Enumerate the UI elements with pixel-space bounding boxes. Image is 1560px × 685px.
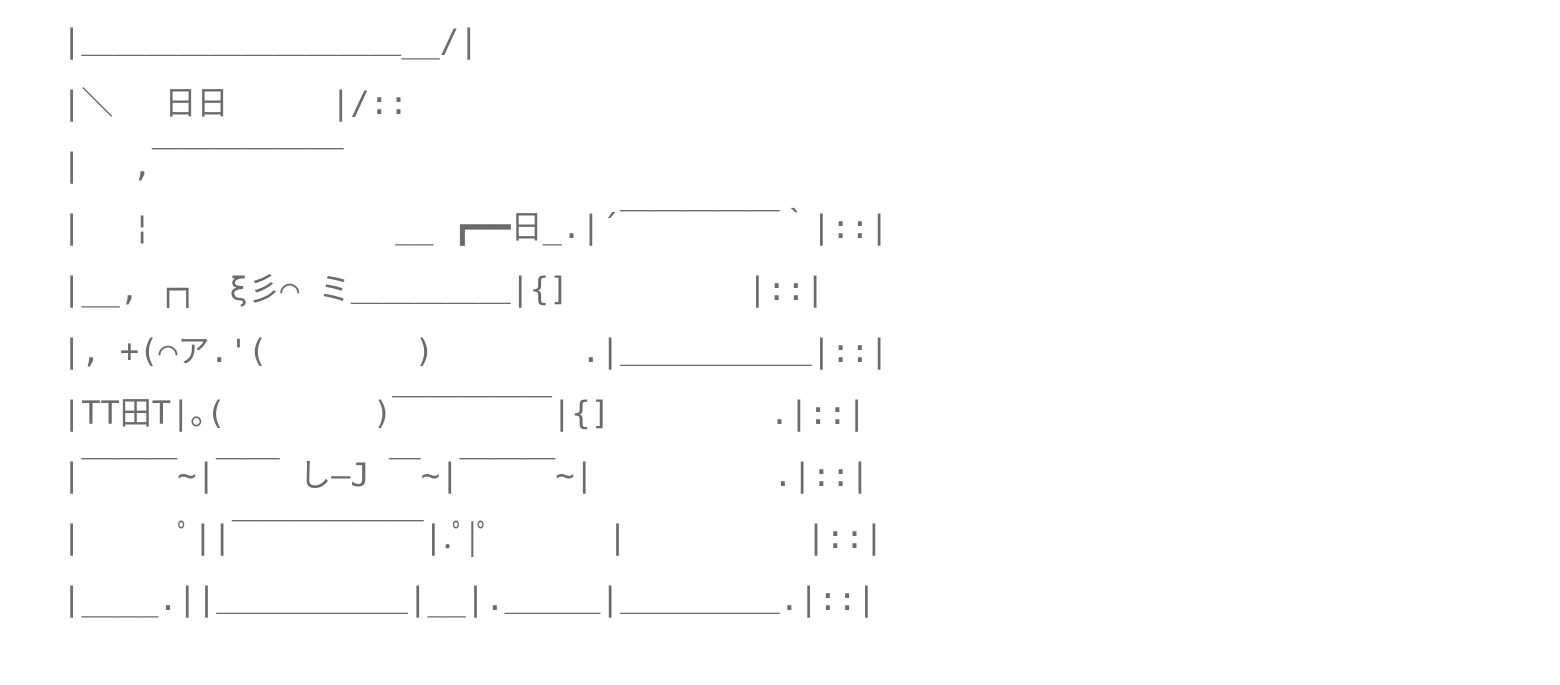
art-line-6: |, +(⌒ア.'( ) .|＿＿＿＿＿＿|::| bbox=[62, 332, 889, 370]
art-line-1: |＿＿＿＿＿＿＿＿＿＿__/| bbox=[62, 22, 479, 60]
art-line-5: |__, ┌┐ ξ彡⌒ ミ＿＿＿＿＿|{] |::| bbox=[62, 270, 825, 308]
art-line-7: |TT田T|｡( )￣￣￣￣￣|{] .|::| bbox=[62, 394, 867, 432]
art-line-3: | ,￣￣￣￣￣￣ bbox=[62, 146, 344, 184]
art-line-2: |＼ 日日 |/:: bbox=[62, 84, 409, 122]
art-line-8: |￣￣￣~|￣￣ し―J ￣~|￣￣￣~| .|::| bbox=[62, 456, 870, 494]
art-line-10: |____.||＿＿＿＿＿＿|__|.＿＿＿|＿＿＿＿＿.|::| bbox=[62, 580, 877, 618]
art-line-9: | ﾟ||￣￣￣￣￣￣|.ﾟ|ﾟ | |::| bbox=[62, 518, 884, 556]
art-line-4: | ¦ __ ┏━━日_.|´￣￣￣￣￣｀|::| bbox=[62, 208, 889, 246]
